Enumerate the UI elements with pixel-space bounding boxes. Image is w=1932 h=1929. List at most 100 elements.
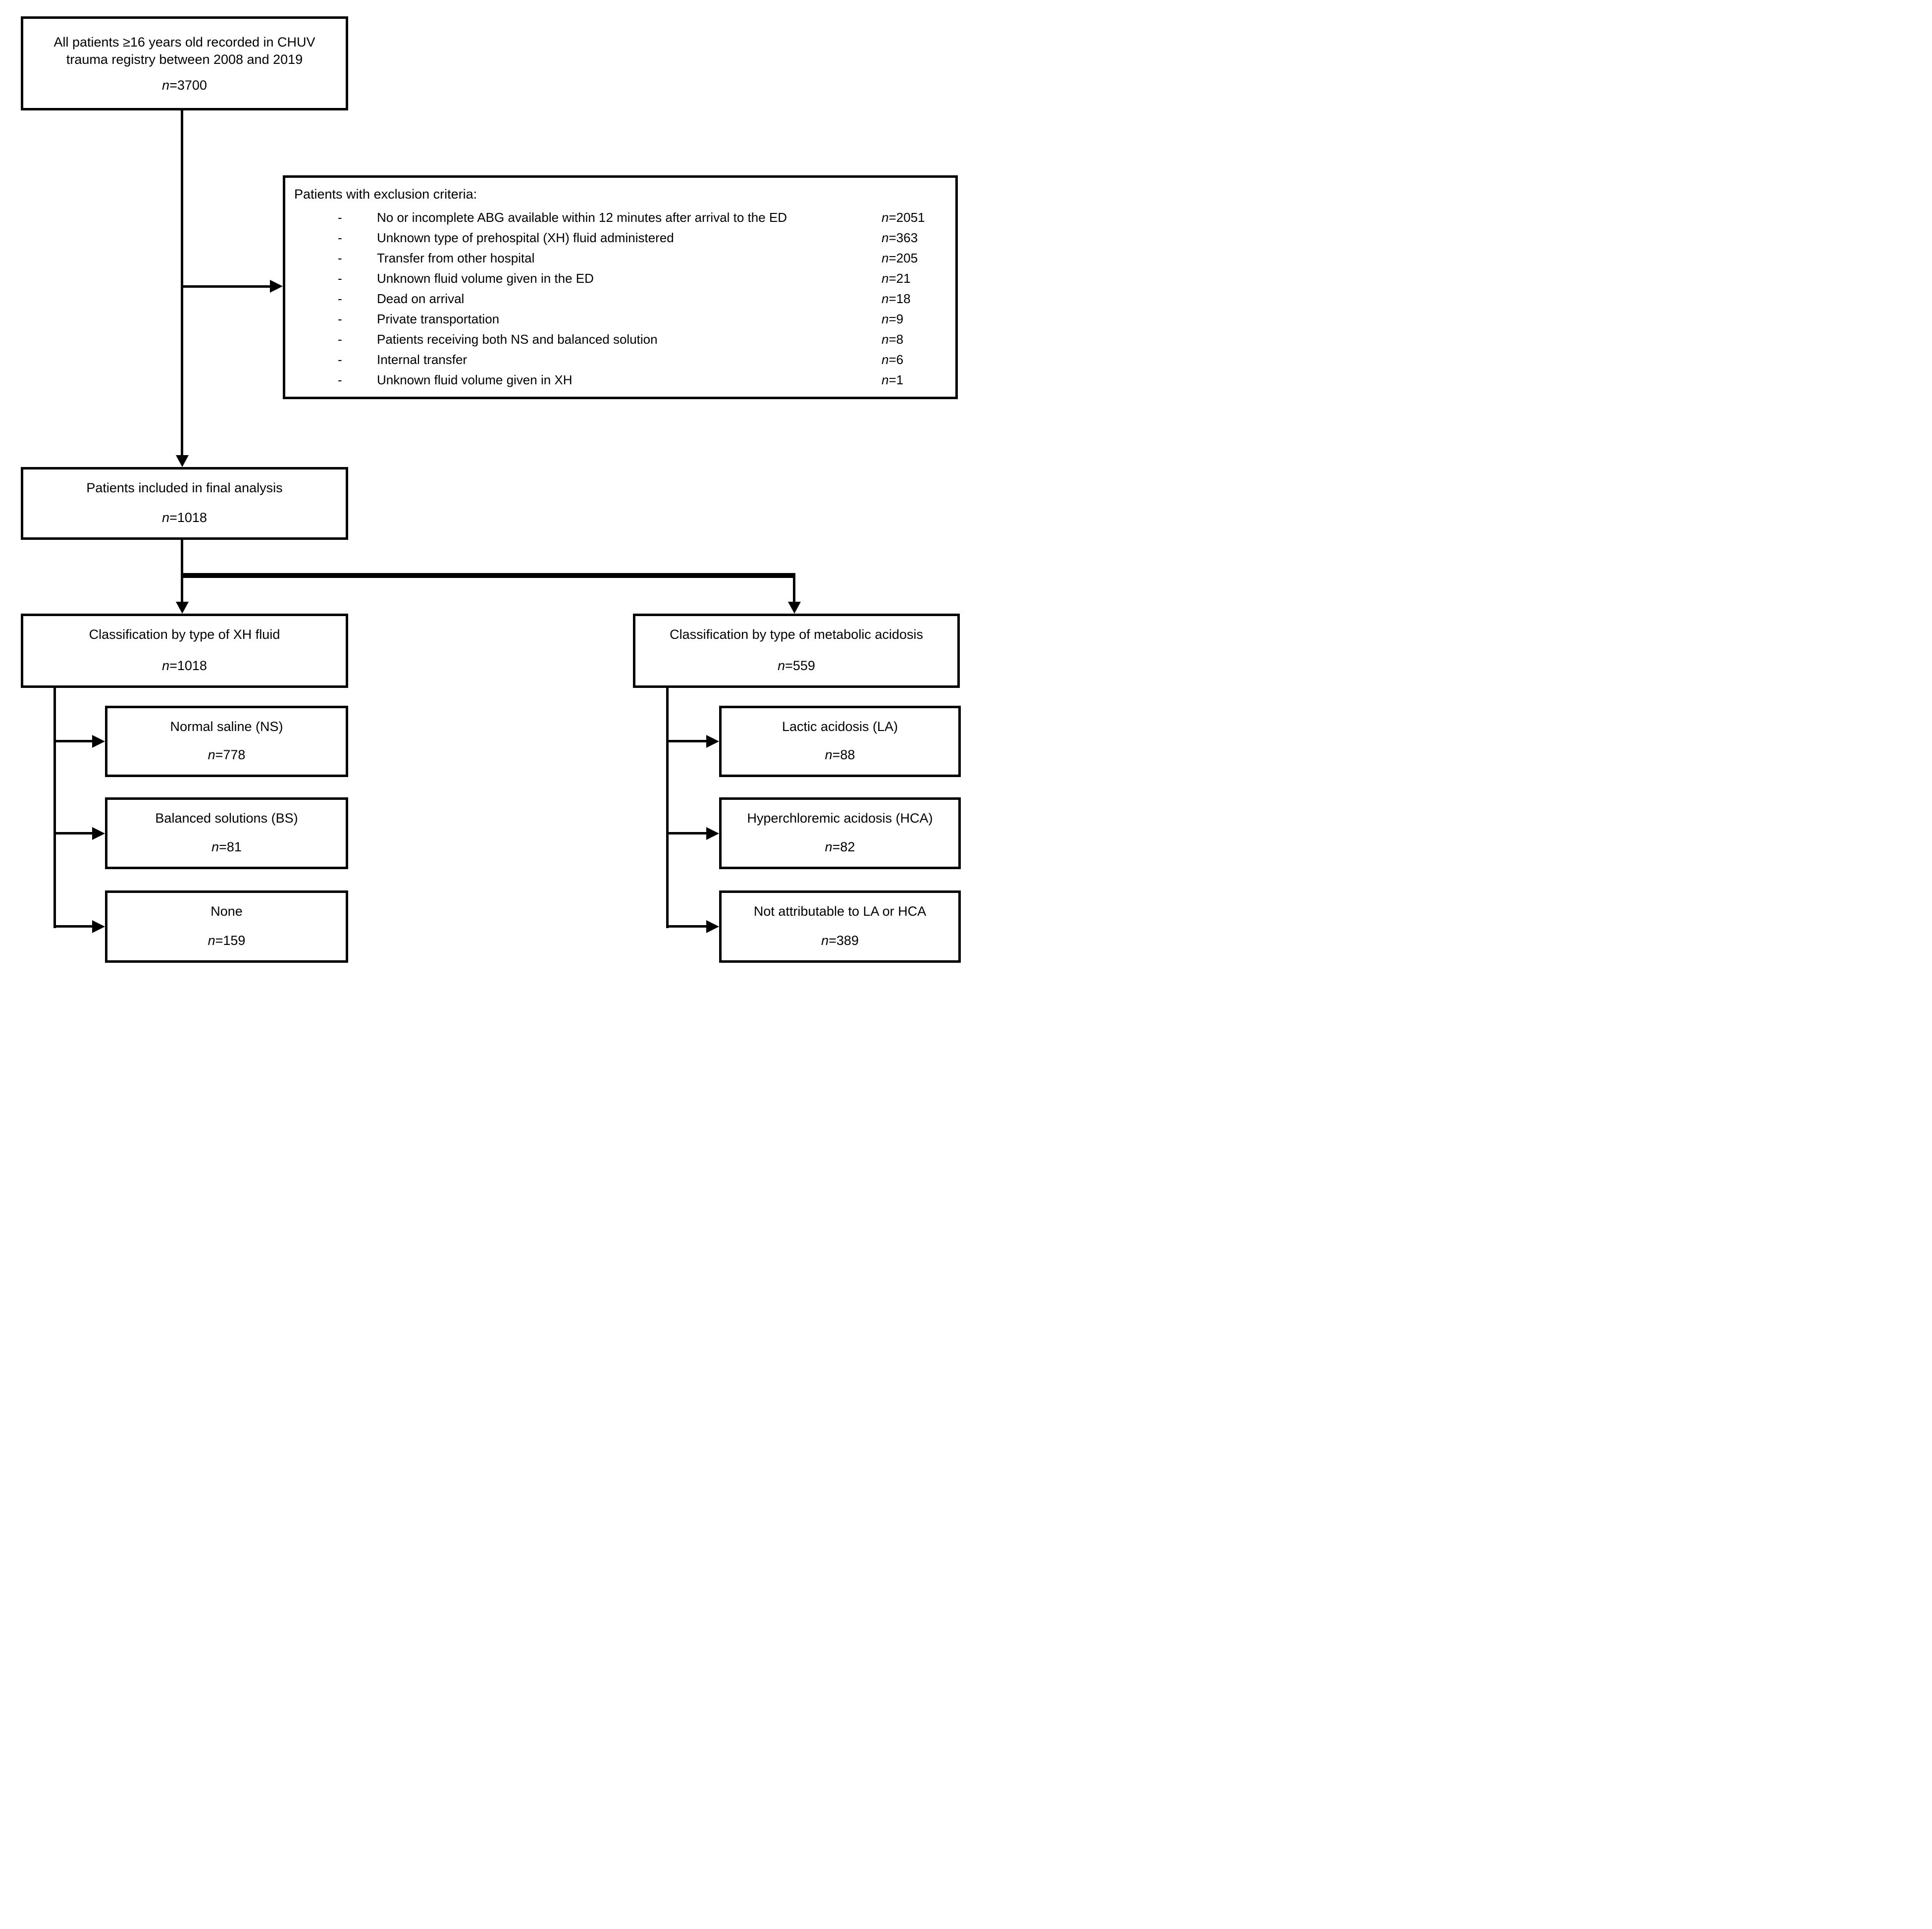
connector-branch-notattr: [666, 925, 706, 928]
exclusion-item: - Private transportation n=9: [285, 309, 955, 329]
class-fluid-n: n=1018: [162, 657, 207, 685]
registry-n-symbol: n: [162, 77, 170, 93]
lactic-acidosis-n-symbol: n: [825, 747, 833, 762]
bullet-dash: -: [338, 291, 342, 306]
arrowhead-into-notattr: [706, 920, 719, 933]
normal-saline-n: n=778: [208, 746, 246, 775]
included-label: Patients included in final analysis: [86, 480, 283, 495]
connector-branch-la: [666, 740, 706, 742]
n-symbol: n: [882, 250, 889, 265]
arrowhead-into-included: [176, 455, 189, 467]
n-symbol: n: [882, 291, 889, 306]
arrowhead-into-none: [92, 920, 105, 933]
lactic-acidosis-n-value: =88: [832, 747, 855, 762]
exclusion-item-n: n=1: [882, 372, 947, 389]
exclusion-item-text: Patients receiving both NS and balanced …: [377, 331, 658, 347]
exclusion-item-n: n=6: [882, 352, 947, 368]
connector-registry-to-included: [181, 110, 183, 455]
hyperchloremic-acidosis-n-symbol: n: [825, 839, 833, 854]
n-value: =2051: [888, 209, 925, 225]
n-symbol: n: [882, 209, 889, 225]
bullet-dash: -: [338, 250, 342, 265]
connector-branch-hca: [666, 832, 706, 834]
exclusion-item-text: Unknown type of prehospital (XH) fluid a…: [377, 230, 674, 245]
bullet-dash: -: [338, 352, 342, 367]
lactic-acidosis-label: Lactic acidosis (LA): [782, 719, 898, 734]
n-value: =18: [888, 291, 911, 306]
lactic-acidosis-box: Lactic acidosis (LA) n=88: [719, 706, 961, 777]
class-fluid-box: Classification by type of XH fluid n=101…: [21, 614, 348, 688]
normal-saline-label: Normal saline (NS): [170, 719, 283, 734]
bullet-dash: -: [338, 311, 342, 326]
exclusion-item-n: n=205: [882, 250, 947, 267]
exclusion-item-text: Unknown fluid volume given in XH: [377, 372, 573, 387]
exclusion-item-text: No or incomplete ABG available within 12…: [377, 209, 787, 225]
registry-box: All patients ≥16 years old recorded in C…: [21, 16, 348, 110]
none-n-symbol: n: [208, 933, 215, 948]
exclusion-item-n: n=2051: [882, 209, 947, 226]
n-symbol: n: [882, 331, 889, 347]
arrowhead-into-la: [706, 735, 719, 748]
normal-saline-n-value: =778: [215, 747, 246, 762]
none-box: None n=159: [105, 890, 348, 963]
bullet-dash: -: [338, 209, 342, 225]
exclusion-title: Patients with exclusion criteria:: [294, 187, 477, 202]
arrowhead-into-ns: [92, 735, 105, 748]
connector-branch-ns: [53, 740, 92, 742]
exclusion-item: - Unknown fluid volume given in the ED n…: [285, 268, 955, 289]
connector-right-spine: [666, 688, 669, 928]
connector-drop-right: [793, 578, 795, 602]
class-acidosis-box: Classification by type of metabolic acid…: [633, 614, 960, 688]
not-attributable-n: n=389: [821, 932, 859, 960]
exclusion-item-n: n=9: [882, 311, 947, 328]
none-label: None: [210, 904, 243, 919]
class-fluid-n-symbol: n: [162, 658, 170, 673]
connector-branch-bar: [181, 573, 795, 578]
connector-to-exclusion: [181, 285, 270, 288]
registry-label: All patients ≥16 years old recorded in C…: [53, 35, 315, 67]
exclusion-list: - No or incomplete ABG available within …: [285, 208, 955, 390]
bullet-dash: -: [338, 270, 342, 286]
arrowhead-into-hca: [706, 827, 719, 840]
n-value: =21: [888, 270, 911, 286]
included-n-value: =1018: [169, 510, 207, 525]
balanced-solutions-n: n=81: [211, 838, 242, 867]
n-symbol: n: [882, 311, 889, 326]
bullet-dash: -: [338, 230, 342, 245]
connector-included-down: [181, 540, 183, 578]
bullet-dash: -: [338, 372, 342, 387]
connector-drop-left: [181, 578, 183, 602]
class-acidosis-n: n=559: [778, 657, 815, 685]
n-value: =6: [888, 352, 904, 367]
exclusion-item-n: n=18: [882, 291, 947, 308]
exclusion-item: - No or incomplete ABG available within …: [285, 208, 955, 228]
n-symbol: n: [882, 352, 889, 367]
none-n-value: =159: [215, 933, 246, 948]
included-n-symbol: n: [162, 510, 170, 525]
connector-branch-bs: [53, 832, 92, 834]
exclusion-item: - Patients receiving both NS and balance…: [285, 329, 955, 350]
included-box: Patients included in final analysis n=10…: [21, 467, 348, 540]
arrowhead-into-class-acidosis: [788, 602, 801, 614]
exclusion-item-n: n=363: [882, 230, 947, 247]
exclusion-item-n: n=8: [882, 331, 947, 348]
connector-branch-none: [53, 925, 92, 928]
included-n: n=1018: [162, 509, 207, 537]
exclusion-box: Patients with exclusion criteria: - No o…: [283, 175, 958, 399]
connector-left-spine: [53, 688, 56, 928]
n-value: =205: [888, 250, 918, 265]
n-value: =1: [888, 372, 904, 387]
hyperchloremic-acidosis-box: Hyperchloremic acidosis (HCA) n=82: [719, 797, 961, 869]
lactic-acidosis-n: n=88: [825, 746, 855, 775]
balanced-solutions-n-value: =81: [219, 839, 242, 854]
exclusion-item-text: Private transportation: [377, 311, 500, 326]
balanced-solutions-box: Balanced solutions (BS) n=81: [105, 797, 348, 869]
patient-flow-diagram: All patients ≥16 years old recorded in C…: [0, 0, 966, 965]
class-acidosis-n-value: =559: [785, 658, 815, 673]
balanced-solutions-label: Balanced solutions (BS): [155, 811, 298, 826]
class-acidosis-label: Classification by type of metabolic acid…: [670, 627, 923, 642]
n-value: =363: [888, 230, 918, 245]
class-fluid-n-value: =1018: [169, 658, 207, 673]
exclusion-item-n: n=21: [882, 270, 947, 287]
class-acidosis-n-symbol: n: [778, 658, 785, 673]
